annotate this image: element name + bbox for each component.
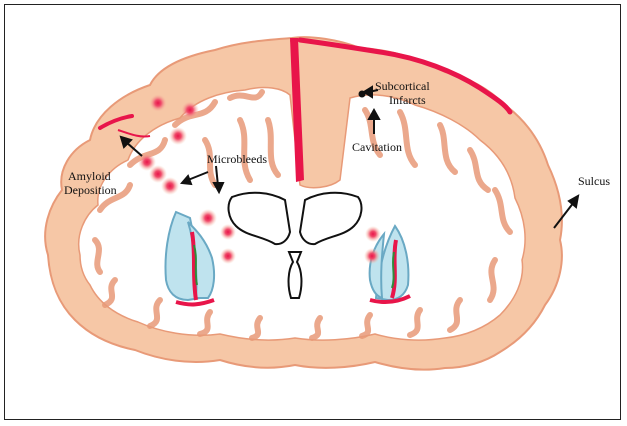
label-amyloid: Amyloid (68, 169, 111, 183)
label-cavitation: Cavitation (352, 140, 402, 154)
label-microbleeds: Microbleeds (207, 152, 267, 166)
label-deposition: Deposition (64, 183, 117, 197)
label-sulcus: Sulcus (578, 174, 610, 188)
label-infarcts: Infarcts (389, 93, 426, 107)
label-subcortical: Subcortical (375, 79, 430, 93)
